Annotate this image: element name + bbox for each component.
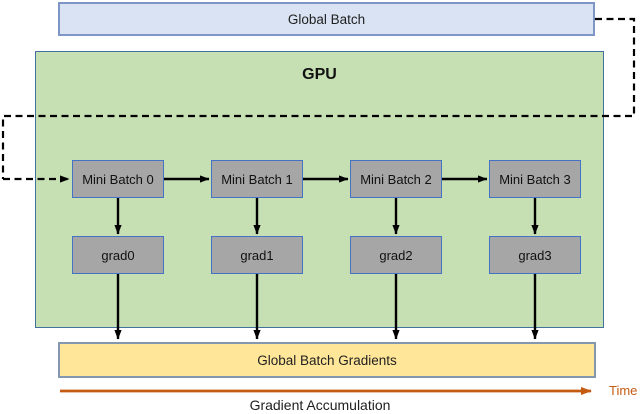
- mini-batch-0-node: Mini Batch 0: [72, 160, 164, 198]
- diagram-caption: Gradient Accumulation: [249, 397, 391, 413]
- mini-batch-2-node: Mini Batch 2: [350, 160, 442, 198]
- mini-batch-0-label: Mini Batch 0: [82, 171, 154, 187]
- mini-batch-1-label: Mini Batch 1: [221, 171, 293, 187]
- grad-1-label: grad1: [240, 247, 274, 263]
- mini-batch-1-node: Mini Batch 1: [211, 160, 303, 198]
- time-axis-label: Time: [609, 383, 638, 398]
- global-batch-gradients-label: Global Batch Gradients: [257, 352, 397, 368]
- global-batch-label: Global Batch: [287, 11, 366, 27]
- mini-batch-3-node: Mini Batch 3: [489, 160, 581, 198]
- global-batch-box: Global Batch: [58, 2, 595, 36]
- grad-2-label: grad2: [379, 247, 413, 263]
- grad-3-node: grad3: [489, 236, 581, 274]
- grad-2-node: grad2: [350, 236, 442, 274]
- grad-1-node: grad1: [211, 236, 303, 274]
- gpu-label: GPU: [302, 66, 337, 83]
- mini-batch-3-label: Mini Batch 3: [499, 171, 571, 187]
- grad-0-node: grad0: [72, 236, 164, 274]
- mini-batch-2-label: Mini Batch 2: [360, 171, 432, 187]
- global-batch-gradients-box: Global Batch Gradients: [58, 342, 596, 378]
- grad-3-label: grad3: [518, 247, 552, 263]
- grad-0-label: grad0: [101, 247, 135, 263]
